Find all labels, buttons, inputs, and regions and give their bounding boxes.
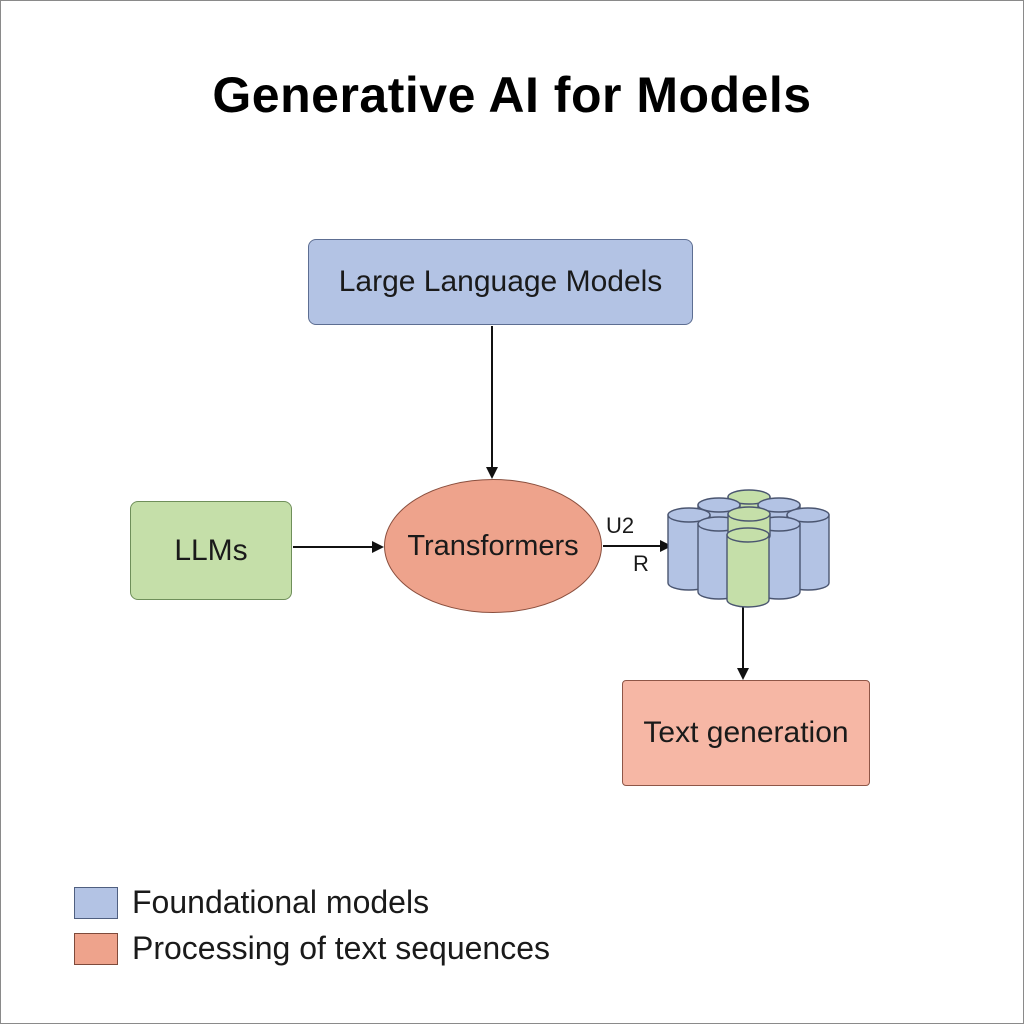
diagram-title: Generative AI for Models — [212, 67, 812, 123]
text-generation-node: Text generation — [622, 680, 870, 786]
large-language-models-node: Large Language Models — [308, 239, 693, 325]
llms-node: LLMs — [130, 501, 292, 600]
llms-label: LLMs — [174, 533, 248, 567]
legend-label: Processing of text sequences — [132, 930, 551, 966]
transformers-node: Transformers — [384, 479, 602, 613]
legend-swatch-salmon — [74, 932, 118, 965]
legend-item-processing: Processing of text sequences — [74, 930, 550, 967]
legend-item-foundational: Foundational models — [74, 884, 429, 921]
edge-label-u2: U2 — [606, 513, 635, 538]
cylinder-cluster-icon — [667, 489, 830, 608]
large-language-models-label: Large Language Models — [338, 265, 663, 298]
legend-swatch-blue — [74, 886, 118, 919]
text-generation-label: Text generation — [643, 716, 849, 749]
transformers-label: Transformers — [407, 529, 579, 562]
legend-label: Foundational models — [132, 884, 430, 920]
edge-label-r: R — [633, 551, 649, 576]
cylinder-icon — [726, 527, 770, 608]
